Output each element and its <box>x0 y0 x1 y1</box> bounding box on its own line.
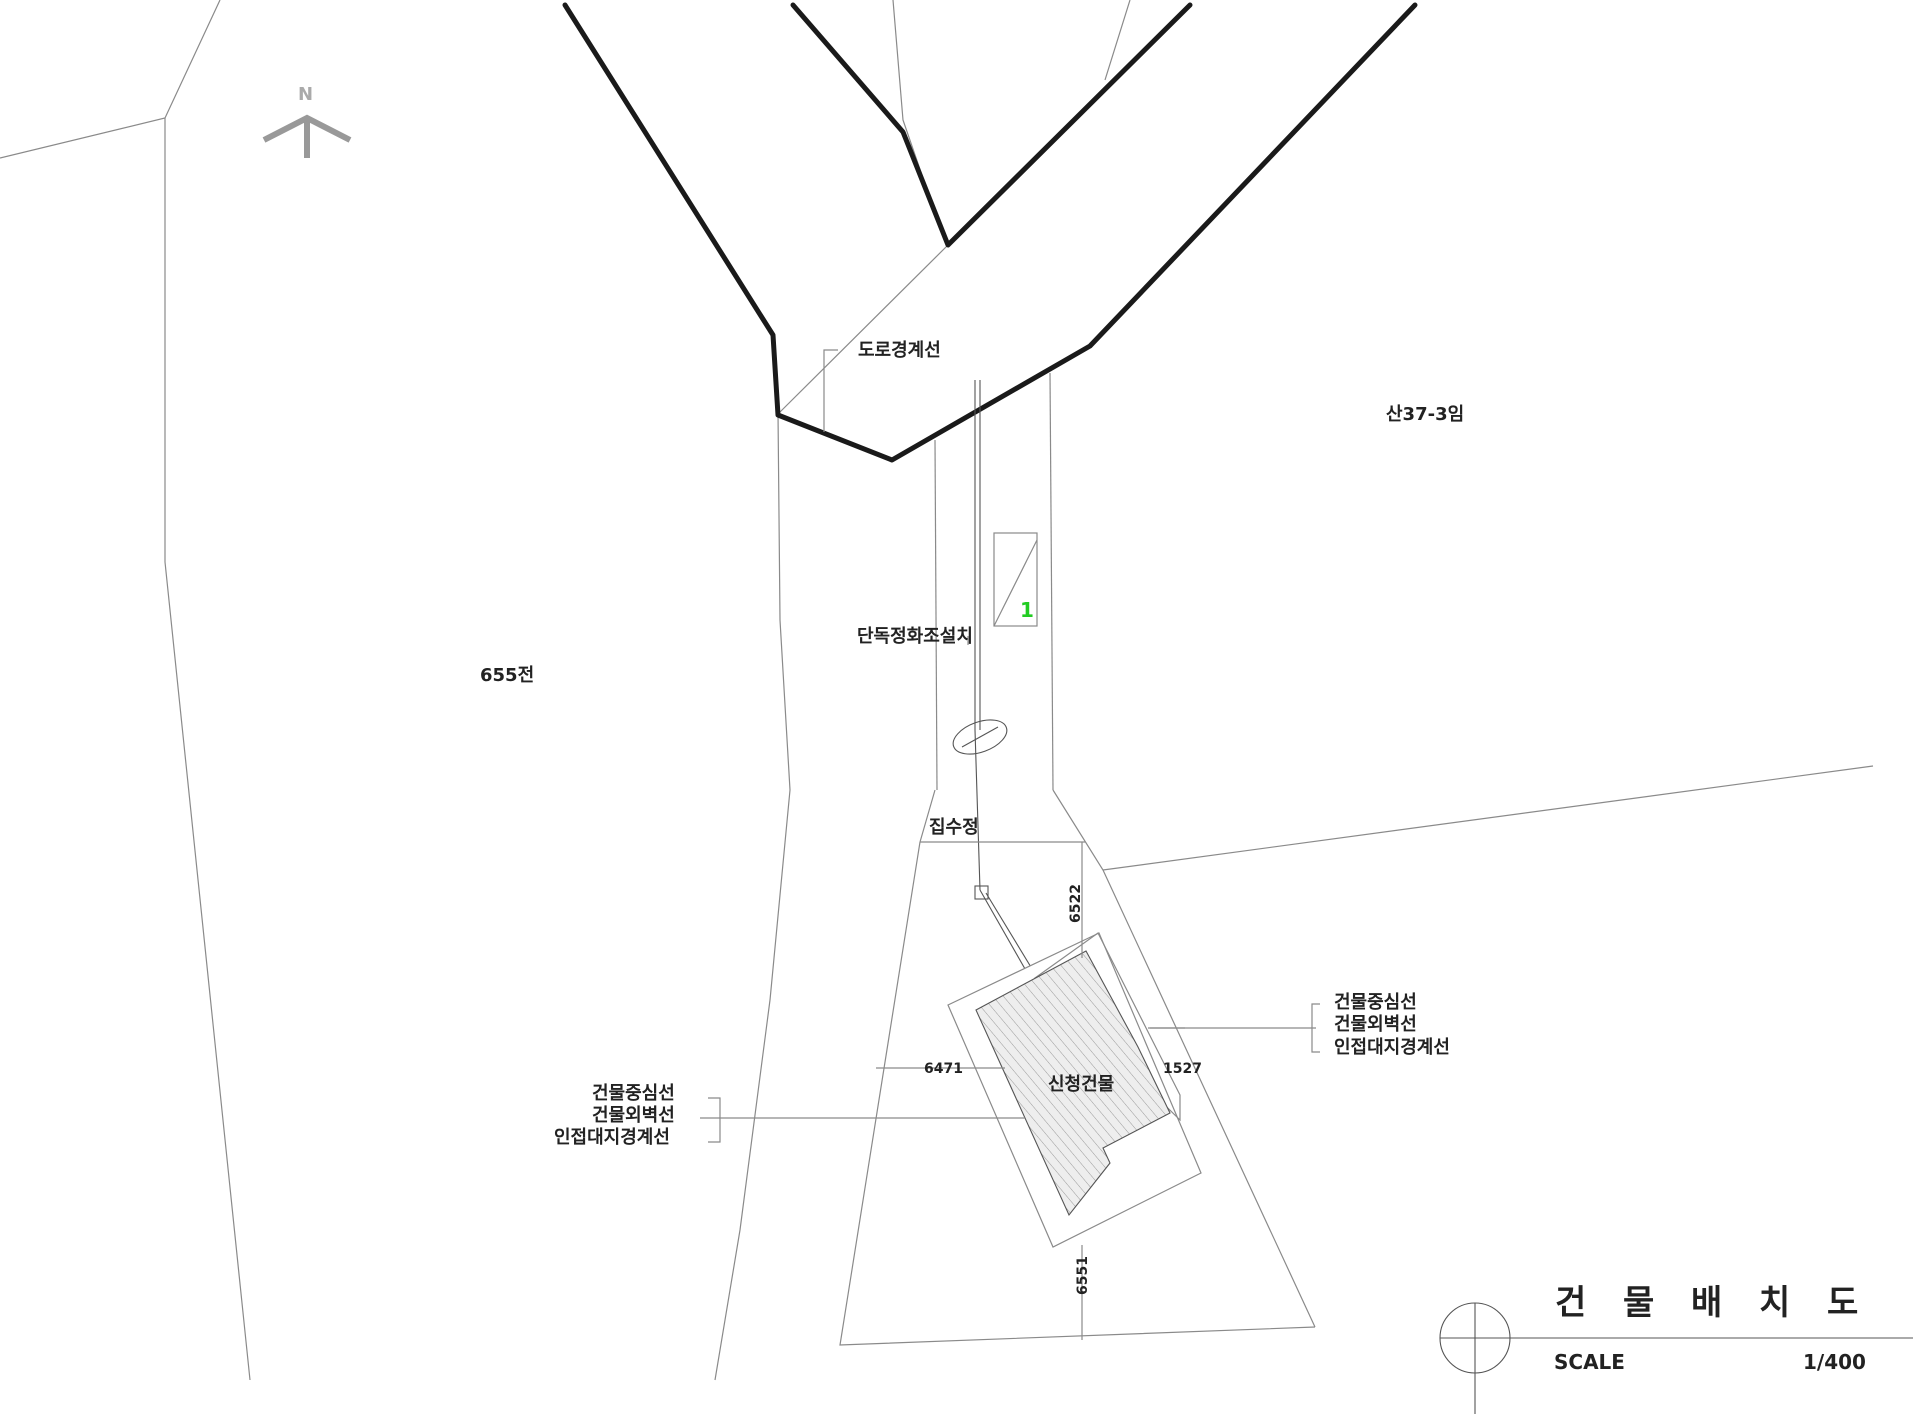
dimension-left: 6471 <box>924 1061 963 1077</box>
site-lot <box>839 372 1316 1346</box>
road-lines <box>562 2 1418 463</box>
title-char-5: 도 <box>1827 1283 1858 1323</box>
title-char-2: 물 <box>1623 1283 1654 1323</box>
dimension-top: 6522 <box>1068 884 1084 923</box>
drain-pipe <box>974 380 1044 991</box>
north-label: N <box>298 84 313 105</box>
building-label: 신청건물 <box>1048 1074 1114 1095</box>
callout-brackets <box>708 349 1320 1143</box>
catch-basin-box <box>974 885 989 900</box>
callout-left-centerline: 건물중심선 <box>592 1083 675 1104</box>
title-char-4: 치 <box>1759 1283 1790 1323</box>
septic-tank-label: 단독정화조설치 <box>857 626 973 647</box>
north-arrow-icon <box>262 114 352 158</box>
callout-right-centerline: 건물중심선 <box>1334 992 1417 1013</box>
callout-left-boundary: 인접대지경계선 <box>554 1127 670 1148</box>
title-block <box>1439 1302 1913 1414</box>
catch-basin-label: 집수정 <box>929 817 979 838</box>
title-char-3: 배 <box>1691 1283 1722 1323</box>
septic-marker-number: 1 <box>1020 598 1034 622</box>
septic-tank <box>993 532 1038 627</box>
parcel-boundaries <box>0 0 1874 1381</box>
callout-left-wall: 건물외벽선 <box>592 1105 675 1126</box>
parcel-label-right: 산37-3임 <box>1386 404 1464 425</box>
pipe-fitting <box>952 719 1008 755</box>
dimension-lines <box>700 841 1316 1340</box>
parcel-label-left: 655전 <box>480 665 534 686</box>
scale-value: 1/400 <box>1803 1350 1866 1374</box>
building <box>947 932 1202 1248</box>
title-char-1: 건 <box>1555 1283 1586 1323</box>
callout-right-boundary: 인접대지경계선 <box>1334 1037 1450 1058</box>
scale-label: SCALE <box>1554 1350 1625 1374</box>
road-boundary-label: 도로경계선 <box>858 340 941 361</box>
dimension-bottom: 6551 <box>1075 1256 1091 1295</box>
callout-right-wall: 건물외벽선 <box>1334 1014 1417 1035</box>
dimension-right: 1527 <box>1163 1061 1202 1077</box>
